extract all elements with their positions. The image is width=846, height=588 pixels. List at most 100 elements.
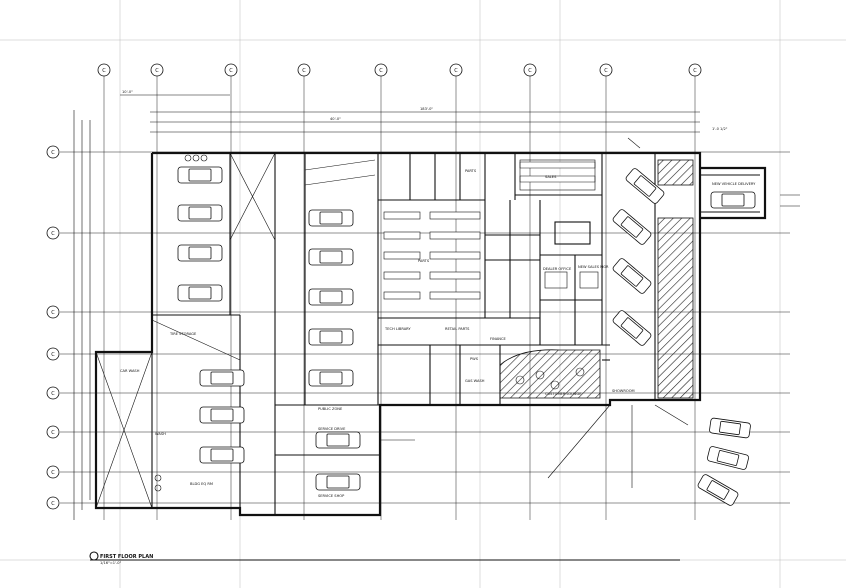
dimension-overall: 183'-0" [420, 107, 433, 111]
row-bubble-label: C [51, 430, 55, 436]
car-icon [612, 310, 652, 346]
shelf [383, 231, 421, 240]
column-bubble-label: C [379, 68, 383, 74]
label-parts-2: PARTS [465, 169, 477, 173]
column-bubble-label: C [102, 68, 106, 74]
car-icon [308, 209, 354, 227]
column-bubble-label: C [229, 68, 233, 74]
label-retail-parts: RETAIL PARTS [445, 327, 470, 331]
row-bubble-icon [46, 305, 60, 319]
car-icon [710, 191, 756, 209]
shelf [429, 271, 481, 280]
label-tire-storage: TIRE STORAGE [169, 332, 197, 336]
car-icon [199, 446, 245, 464]
row-bubble-icon [46, 386, 60, 400]
car-icon [315, 473, 361, 491]
column-bubble-icon [150, 63, 164, 77]
car-icon [177, 166, 223, 184]
label-finance: FINANCE [490, 337, 506, 341]
desk-row [519, 161, 596, 169]
label-sales: SALES [545, 175, 557, 179]
column-bubble-label: C [528, 68, 532, 74]
row-bubble-icon [46, 465, 60, 479]
column-bubble-icon [297, 63, 311, 77]
label-service-drive: SERVICE DRIVE [318, 427, 346, 431]
car-icon [625, 168, 665, 204]
shelf [383, 271, 421, 280]
label-new-sales-mgr: NEW SALES MGR [578, 265, 609, 269]
dimension-right: 1'-0 1/2" [712, 127, 728, 131]
label-parts: PARTS [418, 259, 430, 263]
shelf [383, 211, 421, 220]
label-service-shop: SERVICE SHOP [318, 494, 345, 498]
car-icon [315, 431, 361, 449]
label-gas-wash: GAS WASH [465, 379, 485, 383]
car-icon [308, 288, 354, 306]
car-icon [199, 406, 245, 424]
title-bubble-icon [89, 551, 99, 561]
car-icon [177, 204, 223, 222]
car-icon [199, 369, 245, 387]
column-bubble-label: C [454, 68, 458, 74]
car-icon [308, 248, 354, 266]
row-bubble-label: C [51, 150, 55, 156]
label-car-wash: CAR WASH [120, 369, 140, 373]
vehicles [177, 166, 756, 506]
row-bubble-label: C [51, 352, 55, 358]
label-new-vehicle-delivery: NEW VEHICLE DELIVERY [712, 182, 756, 186]
label-tech-library: TECH LIBRARY [384, 327, 411, 331]
row-bubble-label: C [51, 470, 55, 476]
column-bubble-icon [97, 63, 111, 77]
shelf [429, 231, 481, 240]
column-bubble-icon [599, 63, 613, 77]
shelf [429, 251, 481, 260]
label-dealer-office: DEALER OFFICE [543, 267, 572, 271]
exterior-drive-lines [380, 137, 800, 488]
dimension-strings: 183'-0" 40'-0" 10'-0" 1'-0 1/2" [73, 90, 728, 520]
column-bubble-label: C [302, 68, 306, 74]
car-icon [697, 474, 739, 506]
label-bldg-eq: BLDG EQ RM [190, 482, 213, 486]
drawing-scale: 1/16"=1'-0" [100, 561, 122, 565]
car-icon [308, 369, 354, 387]
column-bubble-icon [224, 63, 238, 77]
label-showroom: SHOWROOM [612, 389, 635, 393]
car-icon [308, 328, 354, 346]
row-bubble-label: C [51, 310, 55, 316]
shelf [429, 291, 481, 300]
dimension-left: 10'-0" [122, 90, 133, 94]
column-bubble-label: C [693, 68, 697, 74]
label-pws: PWS [470, 357, 479, 361]
shelf [383, 251, 421, 260]
shelf [429, 211, 481, 220]
row-bubble-icon [46, 425, 60, 439]
room-labels: NEW VEHICLE DELIVERY SALES PARTS PARTS R… [120, 169, 756, 498]
row-bubble-icon [46, 496, 60, 510]
car-icon [709, 417, 751, 439]
row-bubble-icon [46, 347, 60, 361]
furniture [154, 154, 599, 492]
row-bubble-label: C [51, 391, 55, 397]
column-bubble-icon [688, 63, 702, 77]
drawing-title-text: FIRST FLOOR PLAN [100, 554, 153, 560]
column-bubble-icon [374, 63, 388, 77]
column-bubble-label: C [604, 68, 608, 74]
car-icon [177, 284, 223, 302]
row-bubble-label: C [51, 501, 55, 507]
label-wash: WASH [155, 432, 166, 436]
car-icon [612, 258, 652, 294]
label-customer-lounge: CUSTOMER LOUNGE [545, 392, 582, 396]
shelf [383, 291, 421, 300]
row-bubble-icon [46, 226, 60, 240]
column-bubble-icon [523, 63, 537, 77]
car-icon [612, 209, 652, 245]
landscape-planters [499, 159, 694, 399]
dimension-segment: 40'-0" [330, 117, 341, 121]
car-icon [707, 446, 749, 470]
car-icon [177, 244, 223, 262]
column-bubble-icon [449, 63, 463, 77]
interior-partitions [95, 152, 656, 515]
